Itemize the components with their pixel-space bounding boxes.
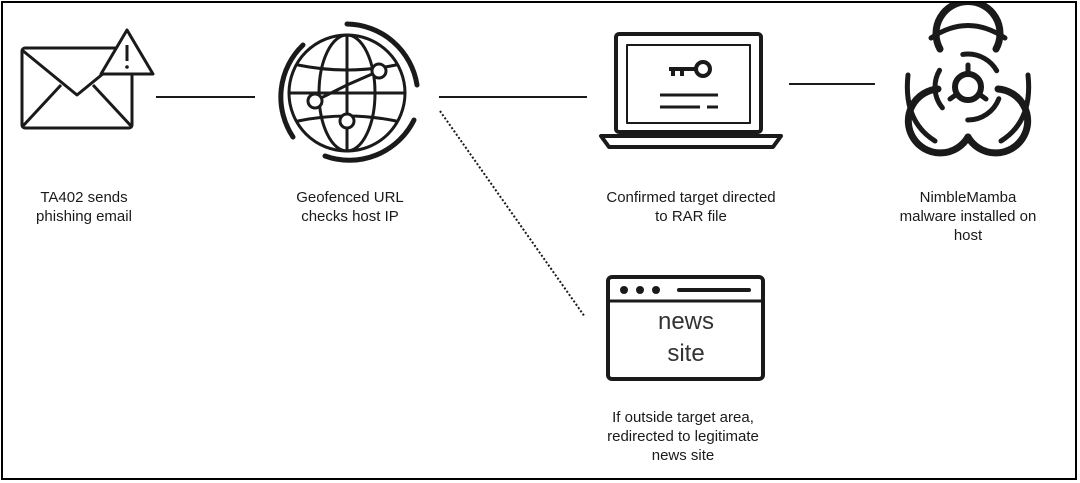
window-dot-icon <box>620 286 628 294</box>
caption-rar-step: Confirmed target directed to RAR file <box>606 189 776 225</box>
window-dot-icon <box>636 286 644 294</box>
window-text-site: site <box>667 340 704 367</box>
diagram-canvas: news site <box>20 3 1032 381</box>
window-text-news: news <box>658 308 714 335</box>
caption-email-step: TA402 sends phishing email <box>36 189 132 225</box>
window-dot-icon <box>652 286 660 294</box>
caption-malware-step: NimbleMamba malware installed on host <box>899 189 1037 244</box>
caption-geofence-step: Geofenced URL checks host IP <box>296 189 404 225</box>
browser-window-icon: news site <box>606 275 765 381</box>
connector-geofence-news-dotted <box>439 110 586 318</box>
caption-news-redirect-step: If outside target area, redirected to le… <box>607 409 759 464</box>
envelope-warning-icon <box>20 28 155 130</box>
laptop-key-icon <box>599 32 783 149</box>
globe-network-icon <box>278 21 420 163</box>
biohazard-icon <box>904 3 1032 157</box>
